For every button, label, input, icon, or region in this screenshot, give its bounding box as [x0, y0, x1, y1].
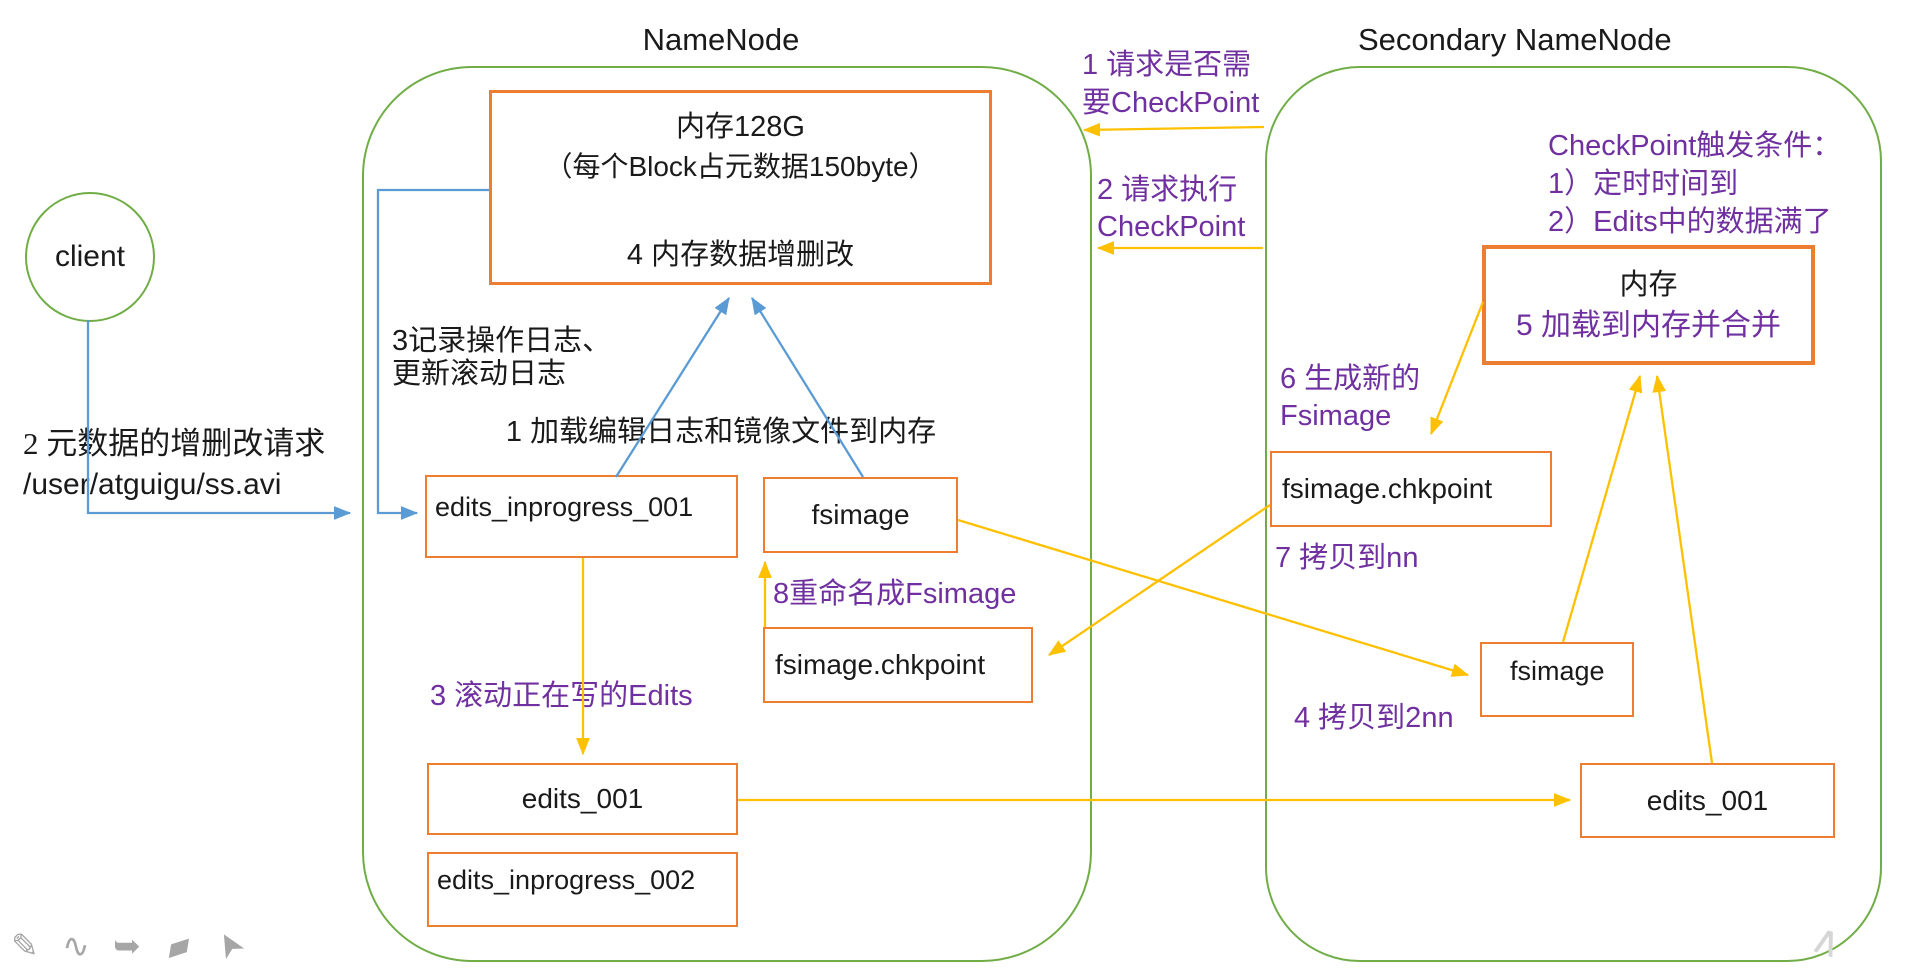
snn-copy-2nn-note: 4 拷贝到2nn — [1294, 702, 1454, 734]
msg1-line2: 要CheckPoint — [1082, 87, 1260, 119]
snn-memory-box: 内存 5 加载到内存并合并 — [1482, 245, 1815, 365]
client-node: client — [25, 192, 155, 322]
client-request-line1: 2 元数据的增删改请求 — [23, 426, 326, 461]
snn-memory-line2: 5 加载到内存并合并 — [1515, 309, 1782, 342]
client-label: client — [54, 240, 126, 273]
eraser-icon[interactable]: ▰ — [160, 923, 196, 968]
nn-fsimage-chkpoint-box: fsimage.chkpoint — [763, 627, 1033, 703]
nn-fsimage-box: fsimage — [763, 477, 958, 553]
nn-edits-inprogress-002-box: edits_inprogress_002 — [427, 852, 738, 927]
highlight-icon[interactable]: ➥ — [113, 927, 141, 964]
pencil-icon[interactable]: ✎ — [11, 927, 39, 964]
nn-edits-001-box: edits_001 — [427, 763, 738, 835]
msg-request-checkpoint: 1 请求是否需 要CheckPoint — [1082, 46, 1259, 122]
annotation-toolbar: ✎ ∿ ➥ ▰ ➤ — [8, 924, 252, 967]
arrow-request-checkpoint — [1082, 122, 1265, 137]
snn-fsimage-box: fsimage — [1480, 642, 1634, 717]
snn-memory-line1: 内存 — [1619, 269, 1678, 301]
msg2-line2: CheckPoint — [1097, 211, 1246, 243]
nn-memory-box: 内存128G （每个Block占元数据150byte） 4 内存数据增删改 — [489, 90, 992, 285]
nn-memory-line2: （每个Block占元数据150byte） — [544, 151, 937, 182]
curve-icon[interactable]: ∿ — [62, 927, 90, 964]
nn-rename-note: 8重命名成Fsimage — [773, 578, 1017, 610]
snn-trigger-line2: 1）定时时间到 — [1548, 168, 1739, 200]
nn-log-note-line2: 更新滚动日志 — [392, 358, 567, 390]
cursor-icon[interactable]: ➤ — [206, 924, 252, 967]
nn-memory-line3: 4 内存数据增删改 — [626, 239, 855, 271]
namenode-title: NameNode — [642, 22, 800, 57]
snn-copy-nn-note: 7 拷贝到nn — [1275, 542, 1419, 574]
nn-log-note: 3记录操作日志、 更新滚动日志 — [392, 325, 611, 391]
msg2-line1: 2 请求执行 — [1097, 174, 1238, 206]
snn-edits-001-box: edits_001 — [1580, 763, 1835, 838]
nn-load-note: 1 加载编辑日志和镜像文件到内存 — [505, 416, 937, 448]
snn-trigger-line1: CheckPoint触发条件： — [1548, 130, 1842, 162]
snn-trigger-line3: 2）Edits中的数据满了 — [1548, 206, 1832, 238]
client-request-line2: /user/atguigu/ss.avi — [23, 468, 282, 501]
nn-edits-inprogress-001-box: edits_inprogress_001 — [425, 475, 738, 558]
msg-execute-checkpoint: 2 请求执行 CheckPoint — [1097, 172, 1245, 246]
snn-new-fsimage-line1: 6 生成新的 — [1280, 363, 1421, 395]
client-request-note: 2 元数据的增删改请求 /user/atguigu/ss.avi — [23, 424, 325, 506]
secondary-namenode-title: Secondary NameNode — [1358, 22, 1672, 57]
nn-roll-note: 3 滚动正在写的Edits — [430, 680, 693, 712]
snn-trigger-note: CheckPoint触发条件： 1）定时时间到 2）Edits中的数据满了 — [1548, 127, 1841, 241]
nn-memory-line1: 内存128G — [676, 111, 805, 143]
nn-log-note-line1: 3记录操作日志、 — [392, 325, 612, 357]
snn-new-fsimage-line2: Fsimage — [1280, 400, 1392, 432]
snn-fsimage-chkpoint-box: fsimage.chkpoint — [1270, 451, 1552, 527]
msg1-line1: 1 请求是否需 — [1082, 49, 1252, 81]
snn-new-fsimage-note: 6 生成新的 Fsimage — [1280, 361, 1420, 435]
